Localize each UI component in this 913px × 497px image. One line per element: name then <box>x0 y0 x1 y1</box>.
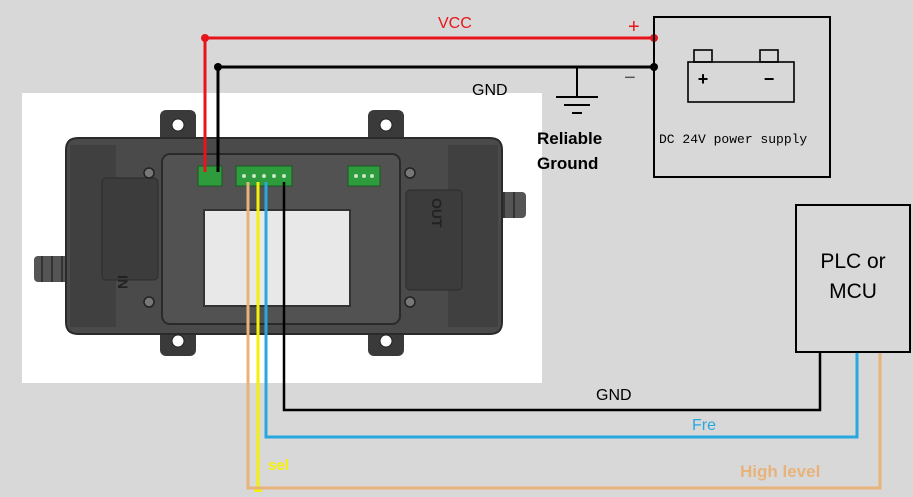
fre-label: Fre <box>692 417 716 434</box>
fre-wire <box>264 182 859 439</box>
port-out-label: OUT <box>429 198 445 228</box>
power-supply-label: DC 24V power supply <box>659 132 807 147</box>
battery-plus-label: + <box>698 69 709 89</box>
ground-symbol <box>556 67 598 114</box>
gnd-top-label: GND <box>472 82 508 99</box>
plc-box <box>795 204 911 353</box>
vcc-node <box>201 34 209 42</box>
battery-icon <box>687 49 795 103</box>
reliable-ground-label-line2: Ground <box>537 154 598 173</box>
power-supply-box <box>653 16 831 178</box>
gnd-signal-wire <box>282 182 822 412</box>
port-in-label: IN <box>115 275 131 289</box>
plc-label-line2: MCU <box>829 280 877 303</box>
plc-label-line1: PLC or <box>820 250 885 273</box>
reliable-ground-label-line1: Reliable <box>537 129 602 148</box>
high-level-wire <box>246 182 882 490</box>
gnd-bottom-label: GND <box>596 387 632 404</box>
flow-meter-device: IN OUT <box>34 110 526 356</box>
battery-minus-label: − <box>764 69 775 89</box>
vcc-label: VCC <box>438 15 472 32</box>
plus-sign: + <box>628 16 640 38</box>
display-window <box>203 209 351 307</box>
minus-sign: − <box>624 67 636 89</box>
gnd-node <box>214 63 222 71</box>
high-level-label: High level <box>740 462 820 481</box>
sel-label: sel <box>268 457 289 474</box>
